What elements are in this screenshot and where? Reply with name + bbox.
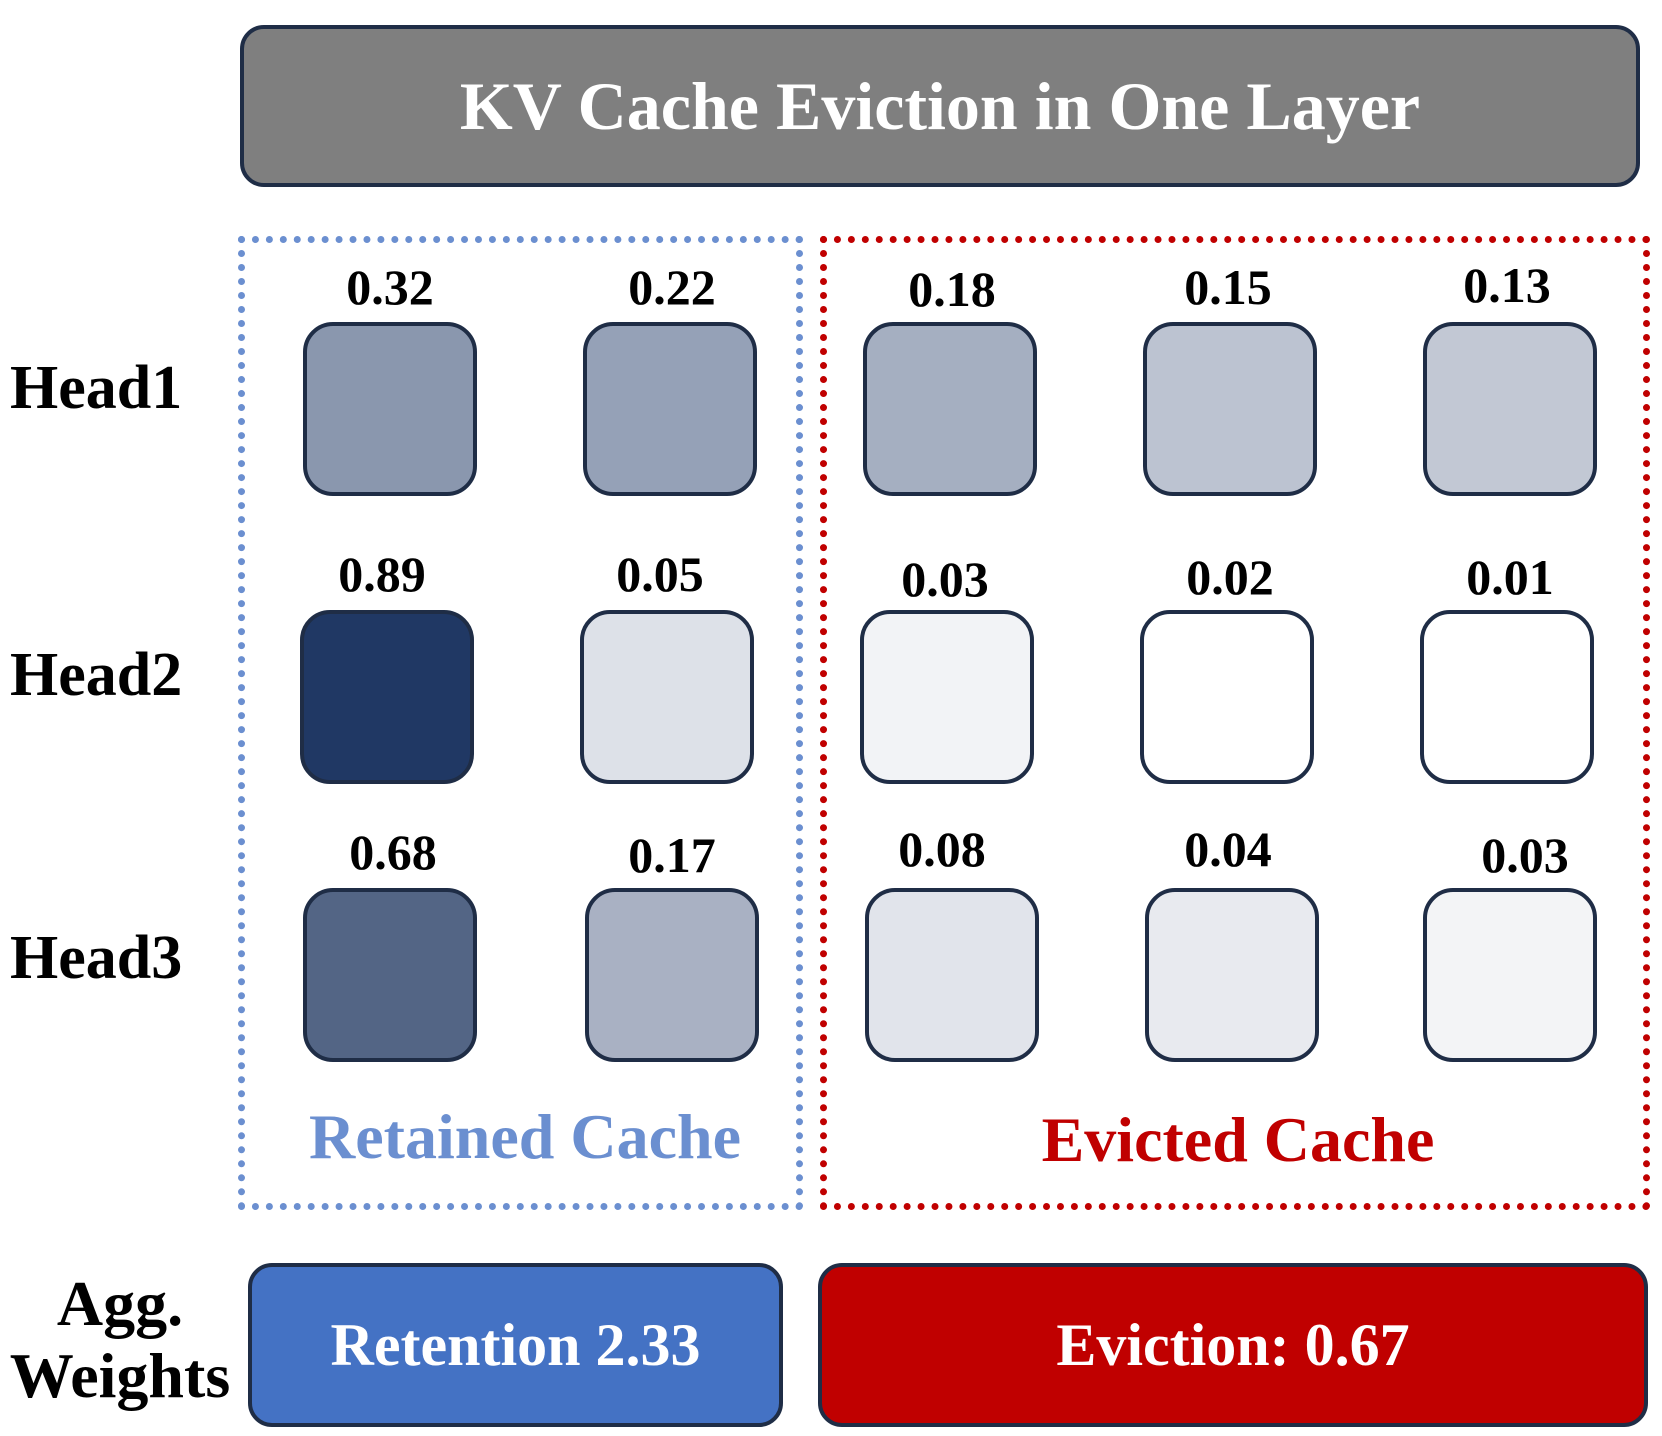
weight-label: 0.03: [901, 551, 989, 607]
head2-label: Head2: [10, 641, 183, 709]
weight-label: 0.15: [1184, 259, 1272, 315]
weight-label: 0.02: [1186, 549, 1274, 605]
weight-label: 0.04: [1184, 821, 1272, 877]
weight-label: 0.32: [346, 259, 434, 315]
title-banner: KV Cache Eviction in One Layer: [240, 25, 1640, 187]
weight-label: 0.01: [1466, 549, 1554, 605]
cache-cell: [303, 322, 477, 496]
weight-label: 0.18: [908, 261, 996, 317]
title-text: KV Cache Eviction in One Layer: [459, 67, 1421, 144]
weight-label: 0.22: [628, 259, 716, 315]
cache-cell: [1423, 322, 1597, 496]
cache-cell: [1423, 888, 1597, 1062]
weight-label: 0.68: [349, 824, 437, 880]
eviction-total-box: Eviction: 0.67: [818, 1263, 1648, 1427]
cache-cell: [865, 888, 1039, 1062]
cache-cell: [583, 322, 757, 496]
head1-label: Head1: [10, 354, 183, 422]
weight-label: 0.13: [1463, 257, 1551, 313]
retention-total-text: Retention 2.33: [330, 1311, 701, 1378]
retention-total-box: Retention 2.33: [248, 1263, 783, 1427]
cache-cell: [1143, 322, 1317, 496]
weight-label: 0.03: [1481, 827, 1569, 883]
cache-cell: [1145, 888, 1319, 1062]
weight-label: 0.08: [898, 821, 986, 877]
aggregate-weights-label: Agg. Weights: [0, 1268, 240, 1412]
cache-cell: [580, 610, 754, 784]
cache-cell: [1420, 610, 1594, 784]
retained-cache-region: [238, 236, 803, 1210]
evicted-cache-region: [820, 236, 1650, 1210]
cache-cell: [300, 610, 474, 784]
cache-cell: [585, 888, 759, 1062]
weight-label: 0.17: [628, 827, 716, 883]
weight-label: 0.89: [338, 546, 426, 602]
head3-label: Head3: [10, 924, 183, 992]
aggregate-label-line2: Weights: [9, 1340, 231, 1411]
eviction-total-text: Eviction: 0.67: [1056, 1311, 1410, 1378]
cache-cell: [863, 322, 1037, 496]
retained-cache-label: Retained Cache: [309, 1101, 741, 1172]
cache-cell: [860, 610, 1034, 784]
cache-cell: [1140, 610, 1314, 784]
cache-cell: [303, 888, 477, 1062]
aggregate-label-line1: Agg.: [56, 1268, 184, 1339]
weight-label: 0.05: [616, 546, 704, 602]
evicted-cache-label: Evicted Cache: [1041, 1104, 1435, 1175]
